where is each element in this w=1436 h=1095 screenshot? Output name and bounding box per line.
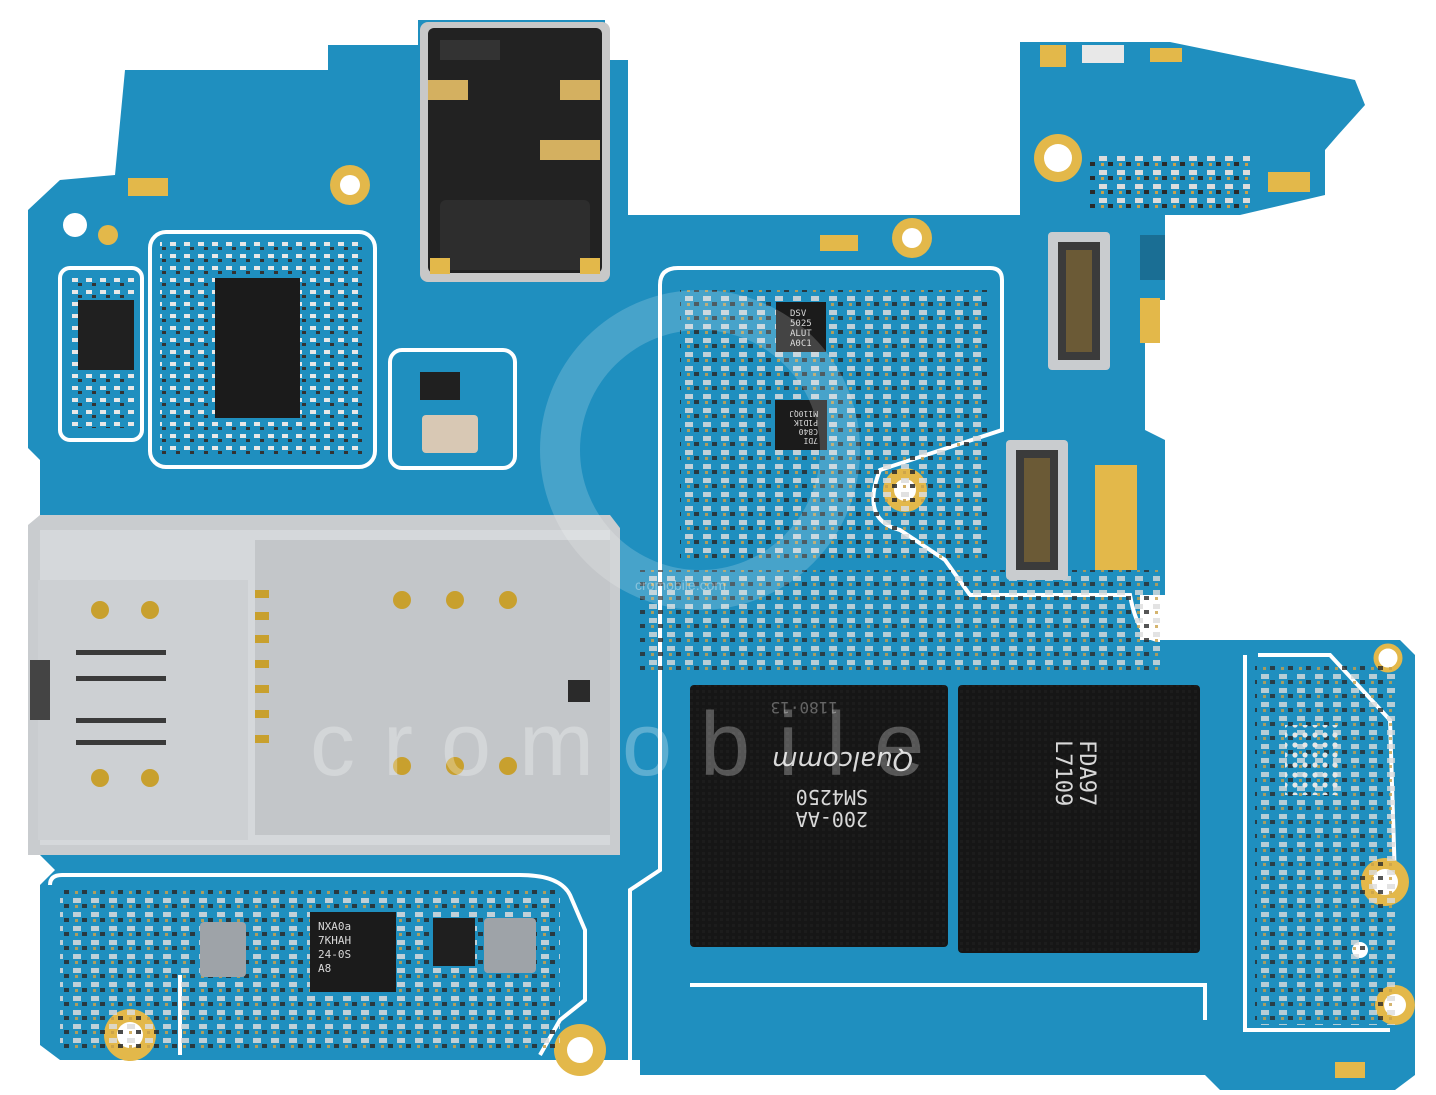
rf-transceiver-chip <box>215 278 300 418</box>
pmic-line1: NXA0a <box>318 920 351 933</box>
sensor-b-line3: P1D1K <box>794 418 818 427</box>
inductor-1 <box>200 922 246 977</box>
smd-field-bottom <box>640 570 1160 670</box>
sensor-b-line2: C840 <box>799 427 818 436</box>
headphone-jack <box>420 22 610 282</box>
pmic-small-chip <box>310 912 396 992</box>
soc-top-code: 1180·13 <box>771 698 838 717</box>
sensor-b-line4: M110QJ <box>789 409 818 418</box>
watermark: cromobile cromobile.com <box>310 290 952 795</box>
bga-pads <box>1285 725 1340 795</box>
pmic-line4: A8 <box>318 962 331 975</box>
soc-chip: SM4250 200-AA Qualcomm 1180·13 <box>690 685 948 947</box>
gold-pads <box>128 45 1365 1078</box>
memory-line1: FDA97 <box>1074 740 1099 806</box>
smd-field-right <box>1255 665 1395 1025</box>
sensor-a-line1: DSV <box>790 309 807 319</box>
crystal-oscillator <box>422 415 478 453</box>
sensor-chip-b <box>775 400 827 450</box>
soc-line1: SM4250 <box>796 785 868 809</box>
sensor-chip-a <box>776 302 826 352</box>
board-connector-2 <box>1006 440 1068 580</box>
sensor-a-line3: ALUT <box>790 329 812 339</box>
memory-chip: FDA97 L7109 <box>958 685 1200 953</box>
inductor-2 <box>484 918 536 973</box>
soc-line2: 200-AA <box>796 807 868 831</box>
watermark-small: cromobile.com <box>635 577 726 593</box>
board-connector-1 <box>1048 232 1110 370</box>
smd-field-center <box>680 290 990 560</box>
small-chip-left <box>78 300 134 370</box>
sensor-a-line4: A0C1 <box>790 339 812 349</box>
pmic-line2: 7KHAH <box>318 934 351 947</box>
mic-hole-pad <box>1140 235 1165 280</box>
sim-card-tray <box>28 515 620 855</box>
pmic-line3: 24-0S <box>318 948 351 961</box>
smd-field-top-right <box>1090 155 1250 210</box>
memory-line2: L7109 <box>1050 740 1075 806</box>
capacitor-block <box>433 918 475 966</box>
sensor-b-line1: 7DI <box>803 436 818 445</box>
soc-brand: Qualcomm <box>772 745 913 775</box>
watermark-text: cromobile <box>310 695 952 795</box>
proximity-sensor <box>1082 45 1124 63</box>
sensor-a-line2: 5025 <box>790 319 812 329</box>
small-chip-crystal <box>420 372 460 400</box>
